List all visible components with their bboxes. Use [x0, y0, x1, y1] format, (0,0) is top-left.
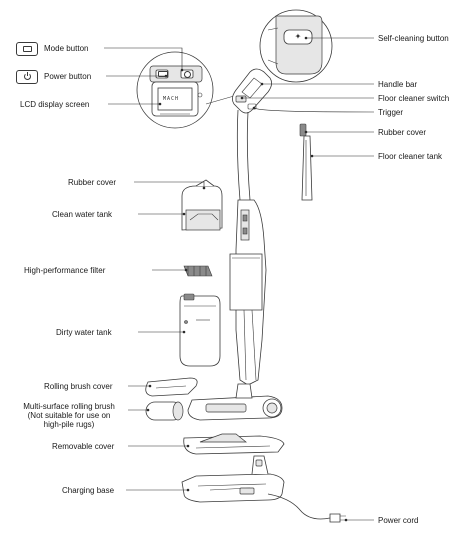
- label-handle-bar: Handle bar: [378, 80, 418, 89]
- power-icon: [16, 70, 38, 84]
- sparkle-icon: ✦: [294, 32, 302, 41]
- vacuum-shaft: [229, 109, 267, 386]
- floor-cleaner-tank-part: [299, 123, 313, 201]
- label-rubber-cover-left: Rubber cover: [68, 178, 117, 187]
- label-dirty-water-tank: Dirty water tank: [56, 328, 112, 337]
- label-rolling-brush-line2: (Not suitable for use on: [27, 411, 111, 420]
- leader-lines: [104, 36, 375, 522]
- label-high-performance-filter: High-performance filter: [24, 266, 106, 275]
- lcd-text: MACH: [163, 96, 179, 102]
- clean-water-tank-part: [181, 179, 223, 231]
- rolling-brush-part: [145, 401, 184, 421]
- label-self-cleaning-button: Self-cleaning button: [378, 34, 449, 43]
- label-charging-base: Charging base: [62, 486, 115, 495]
- label-rolling-brush-cover: Rolling brush cover: [44, 382, 113, 391]
- zoom-connector-left: [205, 95, 235, 105]
- label-power-cord: Power cord: [378, 516, 419, 525]
- label-lcd-display: LCD display screen: [20, 100, 90, 109]
- label-floor-cleaner-switch: Floor cleaner switch: [378, 94, 450, 103]
- label-clean-water-tank: Clean water tank: [52, 210, 113, 219]
- self-cleaning-zoom-circle: [259, 9, 333, 83]
- label-mode-button: Mode button: [44, 44, 89, 53]
- label-rolling-brush: Multi-surface rolling brush (Not suitabl…: [12, 402, 126, 429]
- controls-zoom-circle: MACH: [136, 51, 214, 129]
- handle-power-icon: [184, 71, 191, 78]
- label-power-button: Power button: [44, 72, 92, 81]
- floor-head: [187, 383, 283, 421]
- label-rubber-cover-right: Rubber cover: [378, 128, 427, 137]
- label-rolling-brush-line3: high-pile rugs): [43, 420, 95, 429]
- dirty-water-tank-part: [179, 293, 221, 367]
- label-floor-cleaner-tank: Floor cleaner tank: [378, 152, 443, 161]
- power-cord-drawing: [267, 493, 331, 520]
- handle-mode-icon: [158, 71, 168, 77]
- removable-cover-part: [183, 433, 285, 455]
- filter-part: [183, 265, 213, 277]
- label-removable-cover: Removable cover: [52, 442, 115, 451]
- label-rolling-brush-line1: Multi-surface rolling brush: [23, 402, 115, 411]
- rolling-brush-cover-part: [145, 377, 198, 397]
- label-trigger: Trigger: [378, 108, 404, 117]
- mode-icon: [16, 42, 38, 56]
- charging-base-part: [181, 455, 346, 523]
- handle-assembly: [232, 68, 272, 114]
